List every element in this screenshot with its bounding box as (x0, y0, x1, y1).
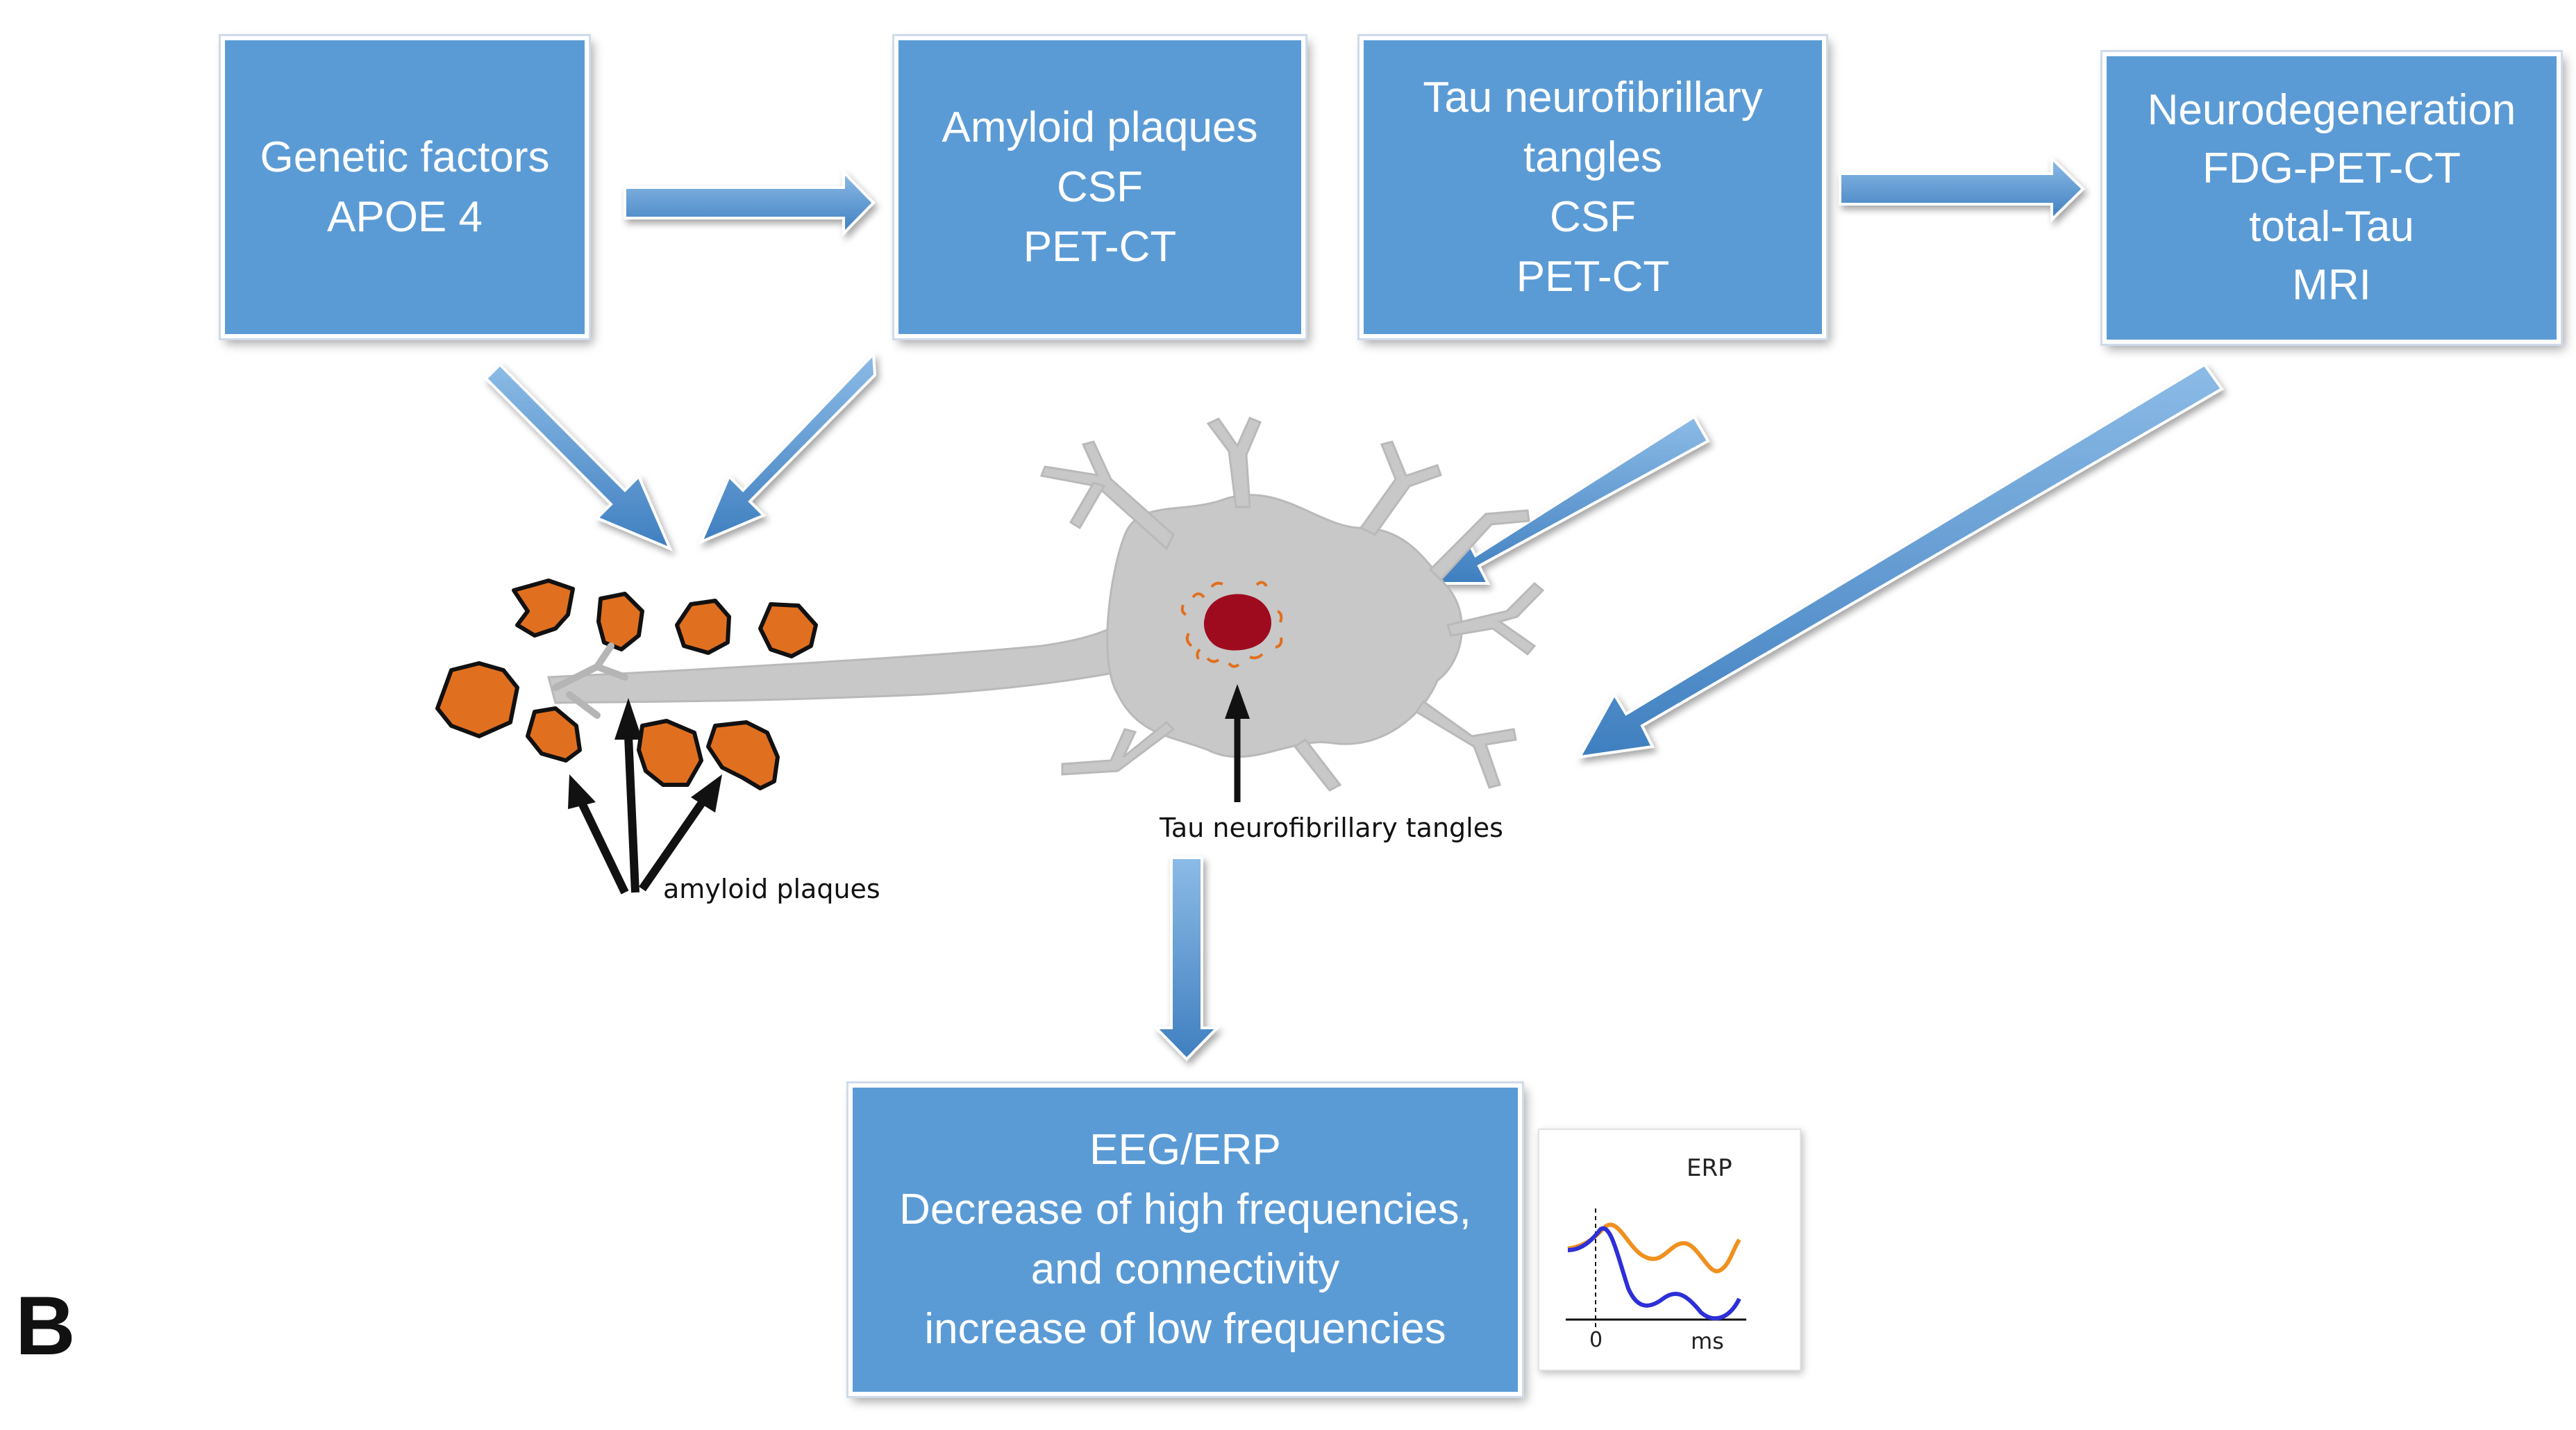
eeg-line-1: EEG/ERP (1089, 1126, 1281, 1174)
neuron-illustration (547, 417, 1545, 792)
amyloid-line-1: Amyloid plaques (942, 103, 1258, 151)
neuron-nucleus (1203, 594, 1271, 651)
eeg-line-3: and connectivity (1030, 1245, 1340, 1293)
axon-terminal (552, 642, 628, 719)
genetic-line-1: Genetic factors (260, 133, 550, 181)
amyloid-line-2: CSF (1057, 163, 1143, 211)
tau-line-2: tangles (1523, 133, 1662, 181)
panel-letter: B (15, 1279, 76, 1372)
erp-x-zero: 0 (1589, 1328, 1603, 1352)
neuro-line-1: Neurodegeneration (2147, 86, 2516, 134)
pointer-arrows-amyloid (568, 698, 722, 895)
label-tau-tangles: Tau neurofibrillary tangles (1160, 813, 1503, 843)
eeg-line-2: Decrease of high frequencies, (899, 1186, 1471, 1233)
tau-line-1: Tau neurofibrillary (1423, 73, 1763, 122)
arrow-neurodegeneration-to-neuron (1577, 363, 2224, 759)
erp-inset-card: ERP 0 ms (1538, 1129, 1801, 1371)
arrow-genetic-to-plaques (484, 363, 673, 551)
arrow-amyloid-to-plaques (699, 351, 877, 544)
erp-title: ERP (1687, 1154, 1732, 1182)
box-neurodegeneration: Neurodegeneration FDG-PET-CT total-Tau M… (2102, 52, 2561, 344)
arrow-tau-to-neurodegeneration (1839, 155, 2085, 223)
neuro-line-2: FDG-PET-CT (2202, 144, 2461, 192)
box-tau-tangles: Tau neurofibrillary tangles CSF PET-CT (1360, 36, 1826, 338)
amyloid-plaques (435, 579, 818, 790)
erp-graph (1566, 1208, 1746, 1330)
erp-x-unit: ms (1691, 1328, 1724, 1354)
box-eeg-erp: EEG/ERP Decrease of high frequencies, an… (848, 1083, 1522, 1396)
box-genetic-factors: Genetic factors APOE 4 (221, 36, 589, 338)
neuro-line-3: total-Tau (2249, 203, 2414, 251)
tau-line-4: PET-CT (1516, 252, 1670, 301)
genetic-line-2: APOE 4 (327, 192, 483, 241)
arrow-neuron-to-eeg (1153, 856, 1221, 1061)
tau-tangle-marks (1180, 581, 1283, 668)
label-amyloid-plaques: amyloid plaques (663, 874, 880, 904)
arrow-tau-to-neuron (1427, 415, 1710, 585)
box-amyloid-plaques: Amyloid plaques CSF PET-CT (894, 36, 1305, 338)
tau-line-3: CSF (1550, 192, 1636, 241)
neuro-line-4: MRI (2292, 261, 2371, 309)
pointer-arrow-tau (1225, 684, 1250, 802)
eeg-line-4: increase of low frequencies (924, 1305, 1446, 1353)
amyloid-line-3: PET-CT (1023, 222, 1177, 271)
arrow-genetic-to-amyloid (624, 169, 876, 237)
